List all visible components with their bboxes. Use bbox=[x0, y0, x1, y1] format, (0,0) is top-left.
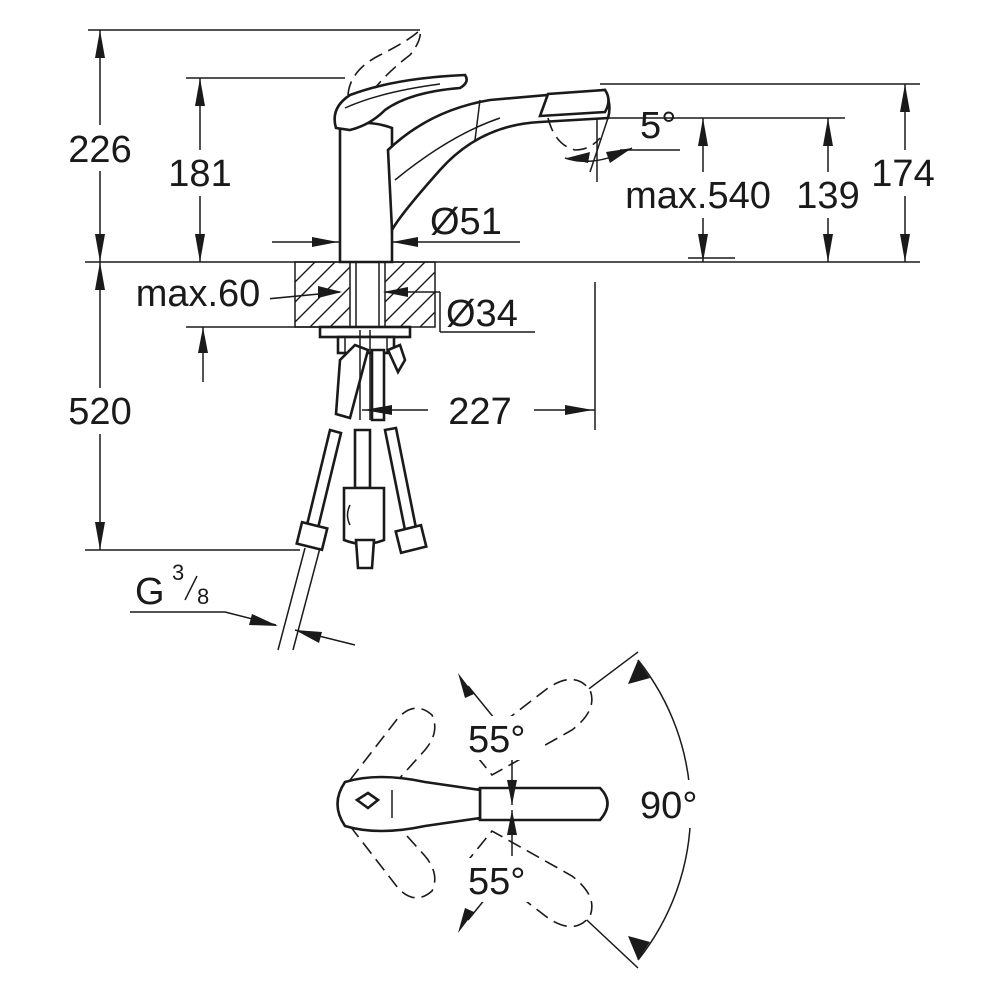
arrow-60-in bbox=[318, 286, 342, 298]
dim-label-520: 520 bbox=[68, 391, 131, 433]
arrow-520-top bbox=[95, 262, 105, 290]
arrow-226-top bbox=[95, 30, 105, 58]
connection-letter: G bbox=[135, 571, 165, 613]
arrow-51-right bbox=[392, 237, 418, 247]
top-view: 90° 55° 55° bbox=[336, 651, 718, 969]
arrow-181-bottom bbox=[195, 234, 205, 262]
dim-label-227: 227 bbox=[448, 391, 511, 433]
arrow-226-bottom bbox=[95, 234, 105, 262]
dim-label-540: max.540 bbox=[625, 175, 771, 217]
supply-hoses bbox=[277, 330, 428, 651]
mounting-plate bbox=[318, 325, 412, 339]
dim-label-181: 181 bbox=[168, 153, 231, 195]
dim-label-34: Ø34 bbox=[446, 293, 518, 335]
spout-top-view[interactable] bbox=[478, 786, 609, 822]
tap-body bbox=[333, 73, 611, 264]
dim-label-5deg: 5° bbox=[640, 105, 676, 147]
dim-label-55deg-top: 55° bbox=[468, 719, 525, 761]
dim-label-55deg-bottom: 55° bbox=[468, 861, 525, 903]
dim-label-60: max.60 bbox=[136, 273, 261, 315]
connection-denominator: 8 bbox=[197, 584, 209, 609]
dim-label-90deg: 90° bbox=[640, 785, 697, 827]
dim-label-226: 226 bbox=[68, 129, 131, 171]
arrow-60 bbox=[198, 327, 208, 353]
dim-label-139: 139 bbox=[796, 175, 859, 217]
side-view: 226 181 520 max.60 Ø51 Ø34 bbox=[55, 28, 942, 651]
arrow-181-top bbox=[195, 78, 205, 106]
connection-label: G 3 8 bbox=[130, 560, 356, 646]
arrow-520-bottom bbox=[95, 522, 105, 550]
arrow-51-left bbox=[312, 237, 338, 247]
dim-label-174: 174 bbox=[871, 153, 934, 195]
lever-top-view[interactable] bbox=[336, 775, 482, 833]
connection-numerator: 3 bbox=[172, 560, 184, 585]
dim-label-51: Ø51 bbox=[430, 201, 502, 243]
spout-tilt-dashed bbox=[547, 117, 601, 151]
